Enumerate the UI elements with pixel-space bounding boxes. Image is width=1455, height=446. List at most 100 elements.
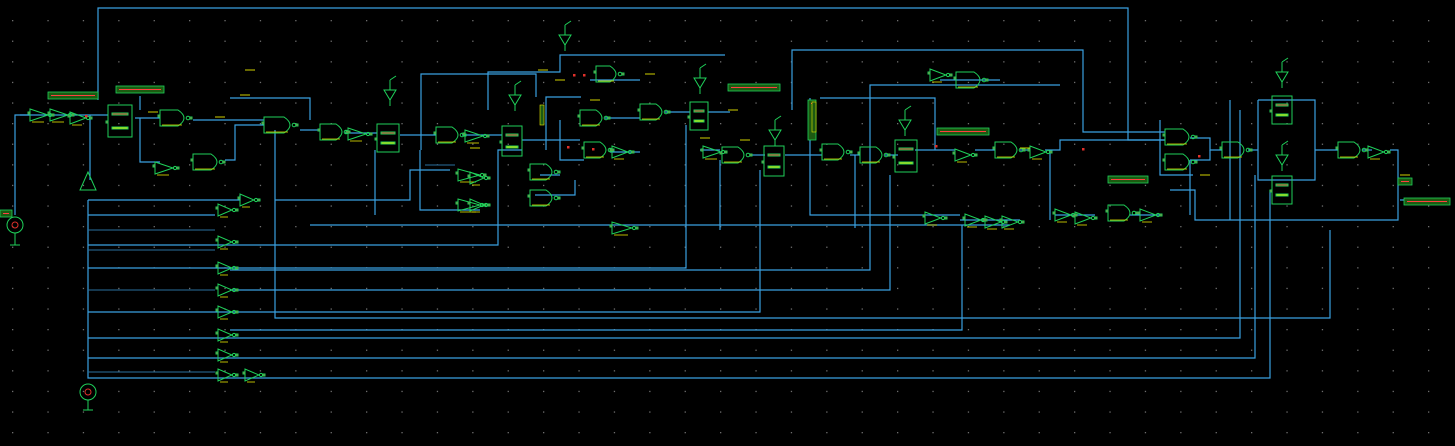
nand-gate-icon[interactable] [529, 189, 553, 207]
buffer-gate-symbol[interactable] [609, 221, 639, 236]
buffer-gate-icon[interactable] [347, 127, 368, 141]
nand-gate-symbol[interactable] [719, 146, 753, 164]
voltage-probe-symbol[interactable] [508, 80, 522, 111]
nand-gate-icon[interactable] [955, 71, 981, 89]
nand-gate-symbol[interactable] [953, 71, 989, 89]
voltage-probe-symbol[interactable] [1275, 57, 1289, 88]
buffer-gate-symbol[interactable] [215, 261, 239, 276]
buffer-gate-icon[interactable] [1074, 211, 1093, 225]
nand-gate-symbol[interactable] [433, 126, 467, 144]
net-label[interactable] [115, 85, 165, 94]
voltage-probe-symbol[interactable] [898, 105, 912, 136]
nand-gate-symbol[interactable] [581, 141, 615, 159]
buffer-gate-icon[interactable] [702, 145, 723, 159]
buffer-gate-symbol[interactable] [242, 368, 266, 383]
buffer-gate-symbol[interactable] [982, 215, 1008, 230]
buffer-gate-icon[interactable] [1054, 208, 1073, 222]
wire-net[interactable] [1045, 139, 1165, 151]
nand-gate-symbol[interactable] [637, 103, 671, 121]
buffer-gate-symbol[interactable] [922, 211, 948, 226]
buffer-gate-symbol[interactable] [962, 213, 988, 228]
buffer-gate-icon[interactable] [457, 168, 482, 182]
voltage-probe-symbol[interactable] [1275, 140, 1289, 171]
nand-gate-icon[interactable] [583, 141, 607, 159]
net-label[interactable] [1107, 175, 1149, 184]
flip-flop-symbol[interactable] [1269, 95, 1293, 125]
buffer-gate-icon[interactable] [217, 235, 234, 249]
nand-gate-icon[interactable] [1164, 153, 1190, 171]
nand-gate-symbol[interactable] [577, 109, 611, 127]
flip-flop-icon[interactable] [376, 123, 400, 153]
buffer-gate-symbol[interactable] [215, 368, 239, 383]
flip-flop-icon[interactable] [763, 145, 785, 177]
buffer-gate-symbol[interactable] [215, 305, 239, 320]
flip-flop-icon[interactable] [107, 104, 133, 138]
wire-net[interactable] [1159, 120, 1193, 176]
buffer-gate-icon[interactable] [929, 68, 948, 82]
buffer-gate-icon[interactable] [1029, 145, 1048, 159]
nand-gate-symbol[interactable] [857, 146, 891, 164]
flip-flop-icon[interactable] [501, 125, 523, 157]
wire-bus[interactable] [275, 169, 450, 201]
wire-net[interactable] [230, 97, 311, 120]
wire-layer[interactable] [14, 7, 1420, 379]
buffer-gate-icon[interactable] [984, 215, 1003, 229]
buffer-gate-icon[interactable] [1139, 208, 1158, 222]
wire-net-input[interactable] [14, 114, 30, 215]
buffer-gate-symbol[interactable] [467, 198, 491, 213]
buffer-gate-symbol[interactable] [999, 215, 1025, 230]
buffer-gate-symbol[interactable] [152, 161, 180, 176]
nand-gate-symbol[interactable] [527, 163, 561, 181]
nand-gate-icon[interactable] [721, 146, 745, 164]
symbol-layer[interactable] [27, 20, 1391, 383]
buffer-gate-icon[interactable] [924, 211, 943, 225]
buffer-gate-symbol[interactable] [700, 145, 728, 160]
buffer-gate-icon[interactable] [217, 328, 234, 342]
buffer-gate-symbol[interactable] [67, 111, 93, 126]
nand-gate-icon[interactable] [639, 103, 663, 121]
buffer-gate-symbol[interactable] [215, 235, 239, 250]
buffer-gate-symbol[interactable] [1137, 208, 1163, 223]
net-label[interactable] [1403, 197, 1451, 206]
buffer-gate-icon[interactable] [217, 283, 234, 297]
probe-icon[interactable] [1275, 71, 1289, 83]
wire-net[interactable] [1190, 150, 1211, 161]
wire-bus[interactable] [88, 175, 1256, 359]
nand-gate-icon[interactable] [1337, 141, 1361, 159]
net-label[interactable] [47, 91, 99, 100]
buffer-gate-symbol[interactable] [609, 145, 635, 160]
wire-net[interactable] [487, 54, 725, 110]
net-label[interactable] [727, 83, 781, 92]
buffer-gate-icon[interactable] [611, 145, 630, 159]
nand-gate-symbol[interactable] [157, 109, 193, 127]
flip-flop-symbol[interactable] [892, 139, 918, 173]
nand-gate-icon[interactable] [579, 109, 603, 127]
ground-symbol[interactable] [79, 170, 97, 191]
power-source[interactable] [6, 216, 24, 246]
nand-gate-symbol[interactable] [190, 153, 226, 171]
buffer-gate-icon[interactable] [239, 193, 256, 207]
nand-gate-icon[interactable] [435, 126, 459, 144]
buffer-gate-symbol[interactable] [237, 193, 261, 208]
nand-gate-symbol[interactable] [1105, 204, 1139, 222]
probe-icon[interactable] [508, 94, 522, 106]
buffer-gate-symbol[interactable] [215, 283, 239, 298]
wire-net[interactable] [139, 118, 160, 163]
buffer-gate-icon[interactable] [154, 161, 175, 175]
buffer-gate-icon[interactable] [29, 108, 50, 122]
nand-gate-icon[interactable] [595, 65, 617, 83]
flip-flop-symbol[interactable] [499, 125, 523, 157]
wire-bus[interactable] [230, 175, 891, 291]
probe-icon[interactable] [898, 119, 912, 131]
nand-gate-icon[interactable] [263, 116, 291, 134]
nand-gate-icon[interactable] [529, 163, 553, 181]
voltage-probe-symbol[interactable] [383, 75, 397, 106]
wire-bus[interactable] [419, 150, 480, 211]
flip-flop-symbol[interactable] [687, 101, 709, 131]
voltage-probe-symbol[interactable] [693, 63, 707, 94]
wire-bus[interactable] [88, 195, 241, 201]
buffer-gate-icon[interactable] [469, 198, 486, 212]
wire-net[interactable] [225, 124, 264, 161]
